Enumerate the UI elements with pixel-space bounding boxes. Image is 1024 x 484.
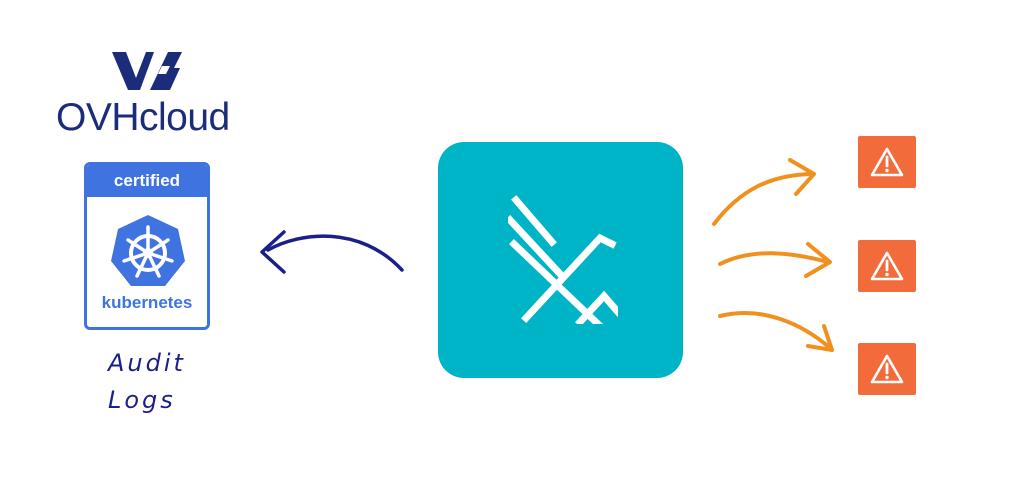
badge-header-text: certified <box>87 165 207 197</box>
warning-icon <box>870 354 904 384</box>
falco-bird-icon <box>508 195 618 324</box>
arrow-to-alert-3-head <box>806 324 834 352</box>
arrow-to-alert-1 <box>712 172 814 226</box>
arrow-to-alert-2 <box>718 251 830 266</box>
caption-audit: Audit <box>108 349 186 377</box>
arrow-to-alert-1-head <box>788 158 816 196</box>
alert-box-3 <box>858 343 916 395</box>
alert-box-1 <box>858 136 916 188</box>
ovhcloud-wordmark: OVHcloud <box>56 96 230 139</box>
warning-icon <box>870 147 904 177</box>
arrow-to-cluster-head <box>260 230 286 274</box>
kubernetes-certified-badge: certified kubernetes <box>84 162 210 330</box>
kubernetes-helm-icon <box>111 215 185 286</box>
arrow-to-cluster <box>266 234 404 272</box>
ovhcloud-logo-icon <box>112 52 182 90</box>
warning-icon <box>870 251 904 281</box>
badge-footer-text: kubernetes <box>101 293 193 312</box>
alert-box-2 <box>858 240 916 292</box>
arrow-to-alert-3 <box>718 311 832 350</box>
falco-tile <box>438 142 683 378</box>
arrow-to-alert-2-head <box>804 242 832 278</box>
caption-logs: Logs <box>108 386 176 414</box>
